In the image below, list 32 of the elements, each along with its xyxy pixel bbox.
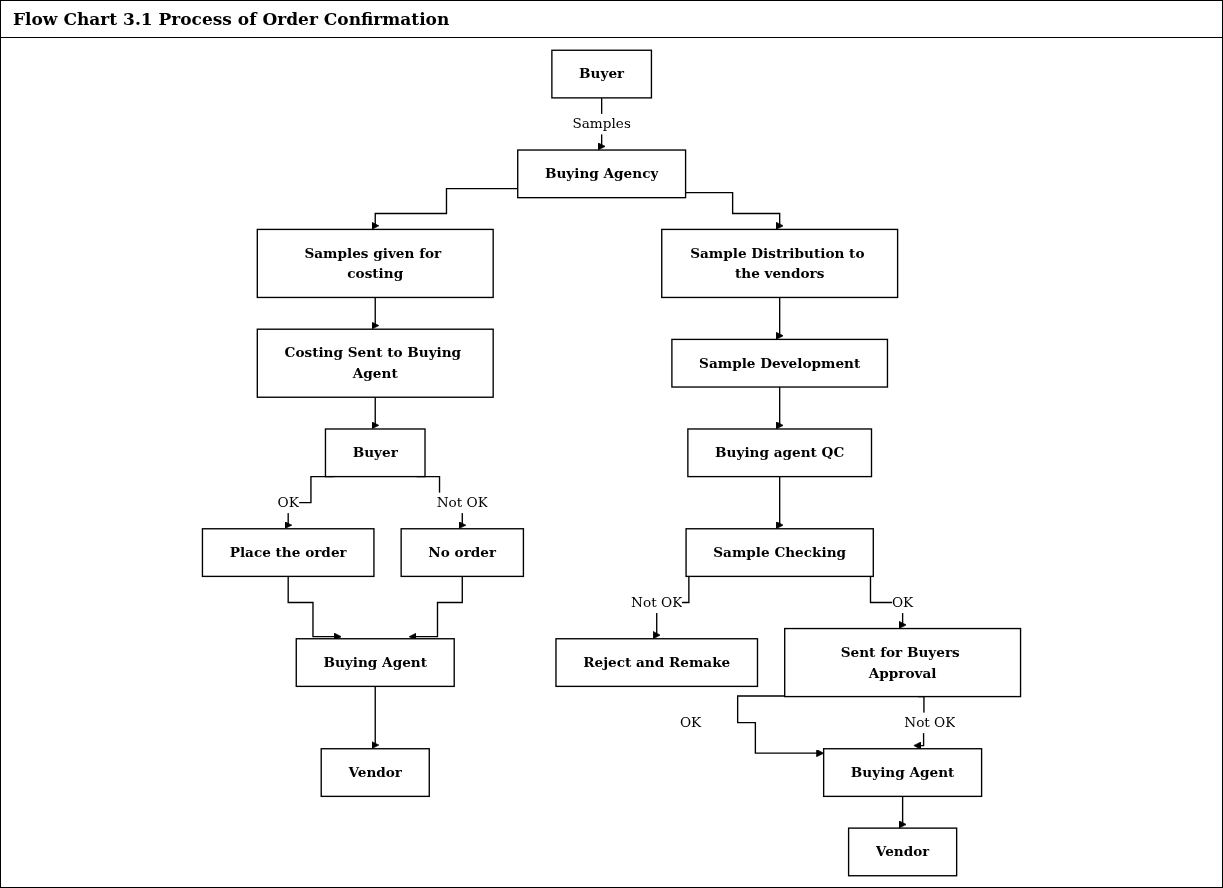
node-box: Sample Development	[671, 338, 889, 388]
node-box: No order	[400, 527, 525, 577]
node-box: Buying agent QC	[687, 427, 873, 477]
node-box: Sent for Buyers Approval	[784, 627, 1022, 697]
edge-label: OK	[679, 713, 702, 731]
arrow	[775, 385, 784, 429]
arrow	[898, 795, 907, 828]
arrow	[371, 685, 380, 749]
node-box: Buyer	[551, 49, 653, 99]
edge-label: Not OK	[436, 493, 488, 511]
node-box: Vendor	[847, 826, 958, 876]
edge-label: Not OK	[631, 593, 683, 610]
node-box: Vendor	[320, 747, 430, 797]
node-box: Buying Agent	[822, 747, 983, 797]
arrow	[371, 396, 380, 429]
node-box: Samples given for costing	[256, 228, 494, 298]
node-box: Buyer	[324, 427, 426, 477]
node-box: Sample Checking	[685, 527, 874, 577]
edge-label: Samples	[572, 115, 631, 132]
arrow	[371, 296, 380, 330]
node-box: Sample Distribution to the vendors	[661, 228, 899, 298]
node-box: Buying Agency	[517, 148, 687, 198]
node-box: Reject and Remake	[555, 637, 759, 687]
arrow	[775, 475, 784, 529]
edge-label: OK	[891, 593, 914, 610]
arrow	[775, 296, 784, 340]
edge-label: OK	[277, 493, 299, 511]
node-box: Buying Agent	[295, 637, 455, 687]
diagram-title: Flow Chart 3.1 Process of Order Confirmation	[13, 9, 450, 29]
node-box: Costing Sent to Buying Agent	[256, 328, 494, 398]
edge-label: Not OK	[904, 713, 956, 731]
node-box: Place the order	[201, 527, 375, 577]
